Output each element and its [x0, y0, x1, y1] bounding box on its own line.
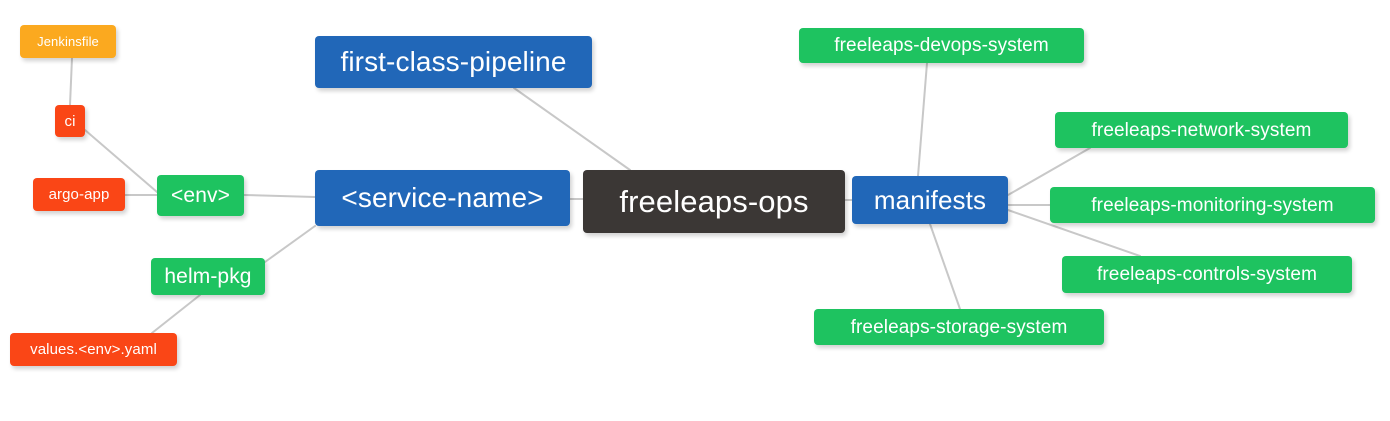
connector-jenkinsfile-to-ci: [69, 57, 73, 106]
mindmap-node-label: freeleaps-devops-system: [834, 35, 1049, 56]
mindmap-node-service-name[interactable]: <service-name>: [315, 170, 570, 226]
mindmap-node-label: freeleaps-ops: [619, 184, 809, 219]
connector-env-to-service-name: [243, 194, 316, 198]
mindmap-node-label: argo-app: [48, 186, 110, 203]
mindmap-node-first-class-pipeline[interactable]: first-class-pipeline: [315, 36, 592, 88]
mindmap-node-env[interactable]: <env>: [157, 175, 244, 216]
mindmap-node-controls-system[interactable]: freeleaps-controls-system: [1062, 256, 1352, 293]
mindmap-node-label: helm-pkg: [164, 265, 252, 288]
mindmap-node-ci[interactable]: ci: [55, 105, 85, 137]
mindmap-node-manifests[interactable]: manifests: [852, 176, 1008, 224]
connector-first-class-pipeline-to-freeleaps-ops: [513, 87, 631, 171]
mindmap-node-jenkinsfile[interactable]: Jenkinsfile: [20, 25, 116, 58]
mindmap-node-label: freeleaps-monitoring-system: [1091, 194, 1334, 216]
mindmap-node-devops-system[interactable]: freeleaps-devops-system: [799, 28, 1084, 63]
mindmap-node-label: first-class-pipeline: [340, 46, 567, 77]
mindmap-node-label: manifests: [873, 185, 987, 215]
mindmap-node-label: <env>: [171, 184, 230, 207]
mindmap-node-label: freeleaps-network-system: [1091, 119, 1312, 141]
mindmap-node-label: <service-name>: [341, 182, 544, 213]
mindmap-node-label: Jenkinsfile: [37, 34, 99, 49]
mindmap-node-freeleaps-ops[interactable]: freeleaps-ops: [583, 170, 845, 233]
mindmap-node-label: freeleaps-storage-system: [850, 316, 1068, 338]
connector-manifests-to-storage-system: [929, 223, 961, 310]
connector-manifests-to-devops-system: [917, 62, 928, 177]
mindmap-node-argo-app[interactable]: argo-app: [33, 178, 125, 211]
connector-service-name-to-helm-pkg: [264, 225, 316, 263]
mindmap-node-monitoring-system[interactable]: freeleaps-monitoring-system: [1050, 187, 1375, 223]
connector-helm-pkg-to-values-yaml: [151, 294, 201, 334]
mindmap-node-values-yaml[interactable]: values.<env>.yaml: [10, 333, 177, 366]
mindmap-node-network-system[interactable]: freeleaps-network-system: [1055, 112, 1348, 148]
mindmap-node-label: freeleaps-controls-system: [1096, 264, 1318, 285]
mindmap-node-label: ci: [64, 112, 76, 130]
mindmap-node-label: values.<env>.yaml: [30, 341, 157, 358]
mindmap-node-storage-system[interactable]: freeleaps-storage-system: [814, 309, 1104, 345]
mindmap-node-helm-pkg[interactable]: helm-pkg: [151, 258, 265, 295]
